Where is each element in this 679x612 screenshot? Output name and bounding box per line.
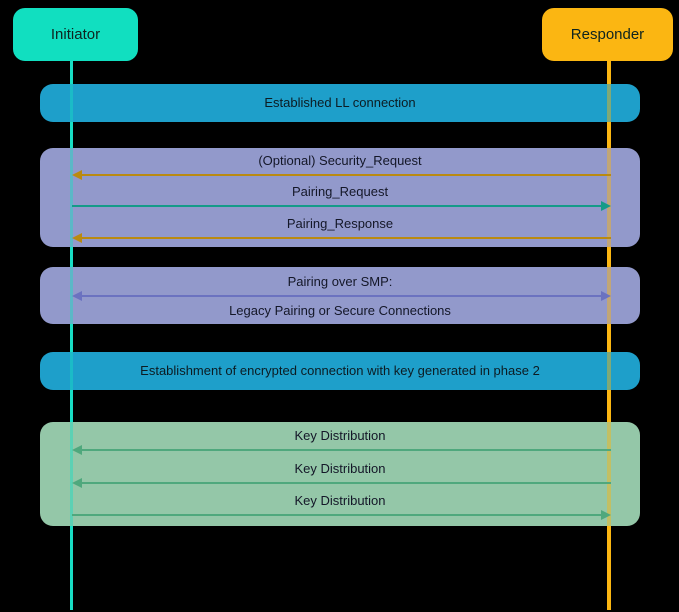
responder-lifeline — [607, 61, 611, 610]
initiator-lifeline — [70, 61, 73, 610]
band-content: Establishment of encrypted connection wi… — [40, 352, 640, 390]
arrow-shaft — [80, 481, 611, 484]
message: Key Distribution — [40, 493, 640, 521]
message-arrow-left — [72, 232, 611, 243]
message-label: Key Distribution — [294, 427, 386, 443]
message-label-line2: Legacy Pairing or Secure Connections — [229, 302, 451, 318]
arrowhead-right-icon — [601, 201, 611, 211]
actor-initiator-label: Initiator — [50, 26, 101, 43]
message: Pairing_Request — [40, 184, 640, 211]
lifeline-showthrough — [70, 267, 73, 324]
arrow-shaft — [72, 514, 603, 517]
arrow-shaft — [80, 294, 603, 297]
message-arrow-right — [72, 201, 611, 211]
band-content: Pairing over SMP: Legacy Pairing or Secur… — [40, 267, 640, 324]
lifeline-showthrough — [70, 84, 73, 122]
message: Pairing_Response — [40, 216, 640, 243]
actor-responder: Responder — [542, 8, 673, 61]
message: Pairing over SMP: Legacy Pairing or Secur… — [40, 274, 640, 318]
status-band-label: Established LL connection — [264, 95, 416, 110]
lifeline-showthrough — [70, 422, 73, 526]
actor-responder-label: Responder — [570, 26, 645, 43]
arrowhead-left-icon — [72, 444, 82, 455]
lifeline-showthrough — [70, 352, 73, 390]
arrow-shaft — [80, 173, 611, 176]
message-arrow-right — [72, 510, 611, 521]
message: Key Distribution — [40, 428, 640, 455]
status-band-label: Establishment of encrypted connection wi… — [140, 363, 540, 378]
lifeline-showthrough — [607, 352, 611, 390]
actor-initiator: Initiator — [13, 8, 138, 61]
lifeline-showthrough — [607, 422, 611, 526]
message-label: Key Distribution — [294, 460, 386, 476]
message-label: Pairing_Request — [291, 184, 389, 199]
message-label: (Optional) Security_Request — [258, 152, 422, 168]
message-arrow-left — [72, 444, 611, 455]
arrowhead-left-icon — [72, 232, 82, 243]
arrowhead-right-icon — [601, 510, 611, 521]
lifeline-showthrough — [70, 148, 73, 247]
arrowhead-right-icon — [601, 290, 611, 301]
phase-band: Pairing over SMP: Legacy Pairing or Secur… — [40, 267, 640, 324]
message-arrow-left — [72, 169, 611, 180]
band-content: Established LL connection — [40, 84, 640, 122]
status-band: Established LL connection — [40, 84, 640, 122]
message: (Optional) Security_Request — [40, 153, 640, 180]
status-band: Establishment of encrypted connection wi… — [40, 352, 640, 390]
arrow-shaft — [72, 205, 603, 207]
lifeline-showthrough — [607, 84, 611, 122]
message-label: Pairing over SMP: — [287, 273, 393, 289]
lifeline-showthrough — [607, 148, 611, 247]
arrowhead-left-icon — [72, 290, 82, 301]
message: Key Distribution — [40, 461, 640, 488]
arrowhead-left-icon — [72, 169, 82, 180]
arrowhead-left-icon — [72, 477, 82, 488]
message-label: Key Distribution — [294, 493, 386, 509]
arrow-shaft — [80, 236, 611, 239]
arrow-shaft — [80, 448, 611, 451]
message-arrow-left — [72, 477, 611, 488]
message-label: Pairing_Response — [286, 215, 394, 231]
message-arrow-both — [72, 290, 611, 301]
